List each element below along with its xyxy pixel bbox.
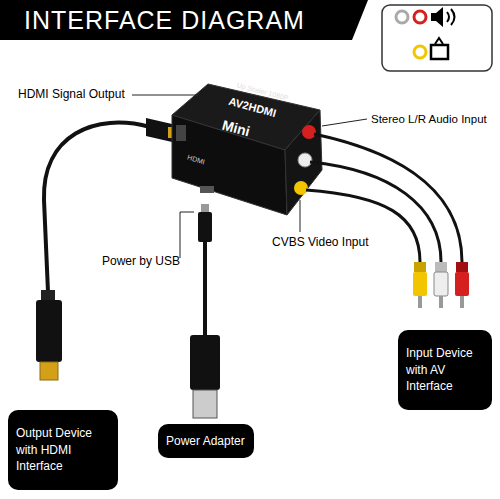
part-label: CVBS Video Input — [272, 236, 369, 250]
device-label-box: Output Device with HDMI Interface — [8, 410, 118, 490]
av-converter-box — [172, 84, 322, 215]
box-text: Output Device with HDMI Interface — [16, 425, 110, 475]
rca-cables — [294, 125, 469, 308]
title-banner — [0, 0, 368, 40]
box-text: Power Adapter — [166, 433, 246, 450]
diagram-title: INTERFACE DIAGRAM — [24, 6, 305, 35]
box-text: Input Device with AV Interface — [406, 345, 484, 395]
part-label: HDMI Signal Output — [18, 88, 125, 102]
connector-icon-box — [382, 5, 492, 71]
leader-lines — [132, 95, 367, 258]
device-label-box: Input Device with AV Interface — [398, 330, 492, 410]
device-label-box: Power Adapter — [158, 424, 254, 458]
part-label: Power by USB — [102, 255, 180, 269]
hdmi-cable — [36, 118, 176, 380]
part-label: Stereo L/R Audio Input — [371, 113, 487, 126]
usb-cable — [190, 204, 220, 418]
